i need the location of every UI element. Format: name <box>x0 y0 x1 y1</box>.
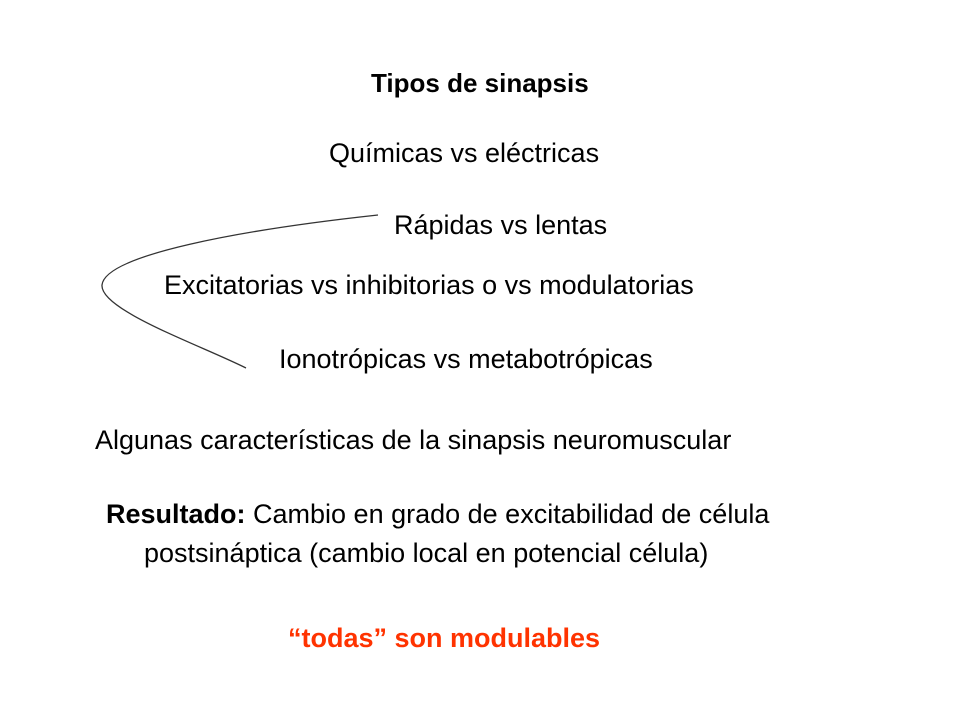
result-line-1: Resultado: Cambio en grado de excitabili… <box>106 498 769 530</box>
footer-modulables: “todas” son modulables <box>288 623 601 653</box>
item-quimicas-electricas: Químicas vs eléctricas <box>329 138 600 168</box>
item-rapidas-lentas: Rápidas vs lentas <box>394 210 608 240</box>
item-ionotropicas-metabotropicas: Ionotrópicas vs metabotrópicas <box>279 344 653 374</box>
slide-title: Tipos de sinapsis <box>371 68 589 98</box>
result-label: Resultado: <box>106 499 246 529</box>
result-line-2: postsináptica (cambio local en potencial… <box>144 538 709 568</box>
item-sinapsis-neuromuscular: Algunas características de la sinapsis n… <box>95 425 732 455</box>
result-text-1: Cambio en grado de excitabilidad de célu… <box>245 499 770 529</box>
item-excitatorias-inhibitorias: Excitatorias vs inhibitorias o vs modula… <box>164 270 694 300</box>
